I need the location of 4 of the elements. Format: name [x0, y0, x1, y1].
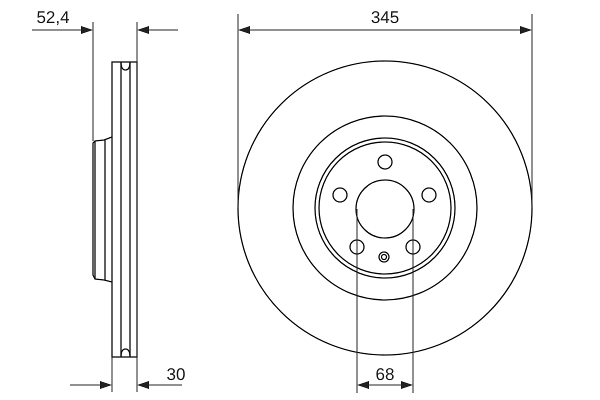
- dimension-label: 68: [376, 366, 394, 383]
- dimension-label: 52,4: [36, 9, 70, 26]
- dimension-label: 30: [166, 366, 186, 383]
- dimension-label: 345: [370, 9, 400, 26]
